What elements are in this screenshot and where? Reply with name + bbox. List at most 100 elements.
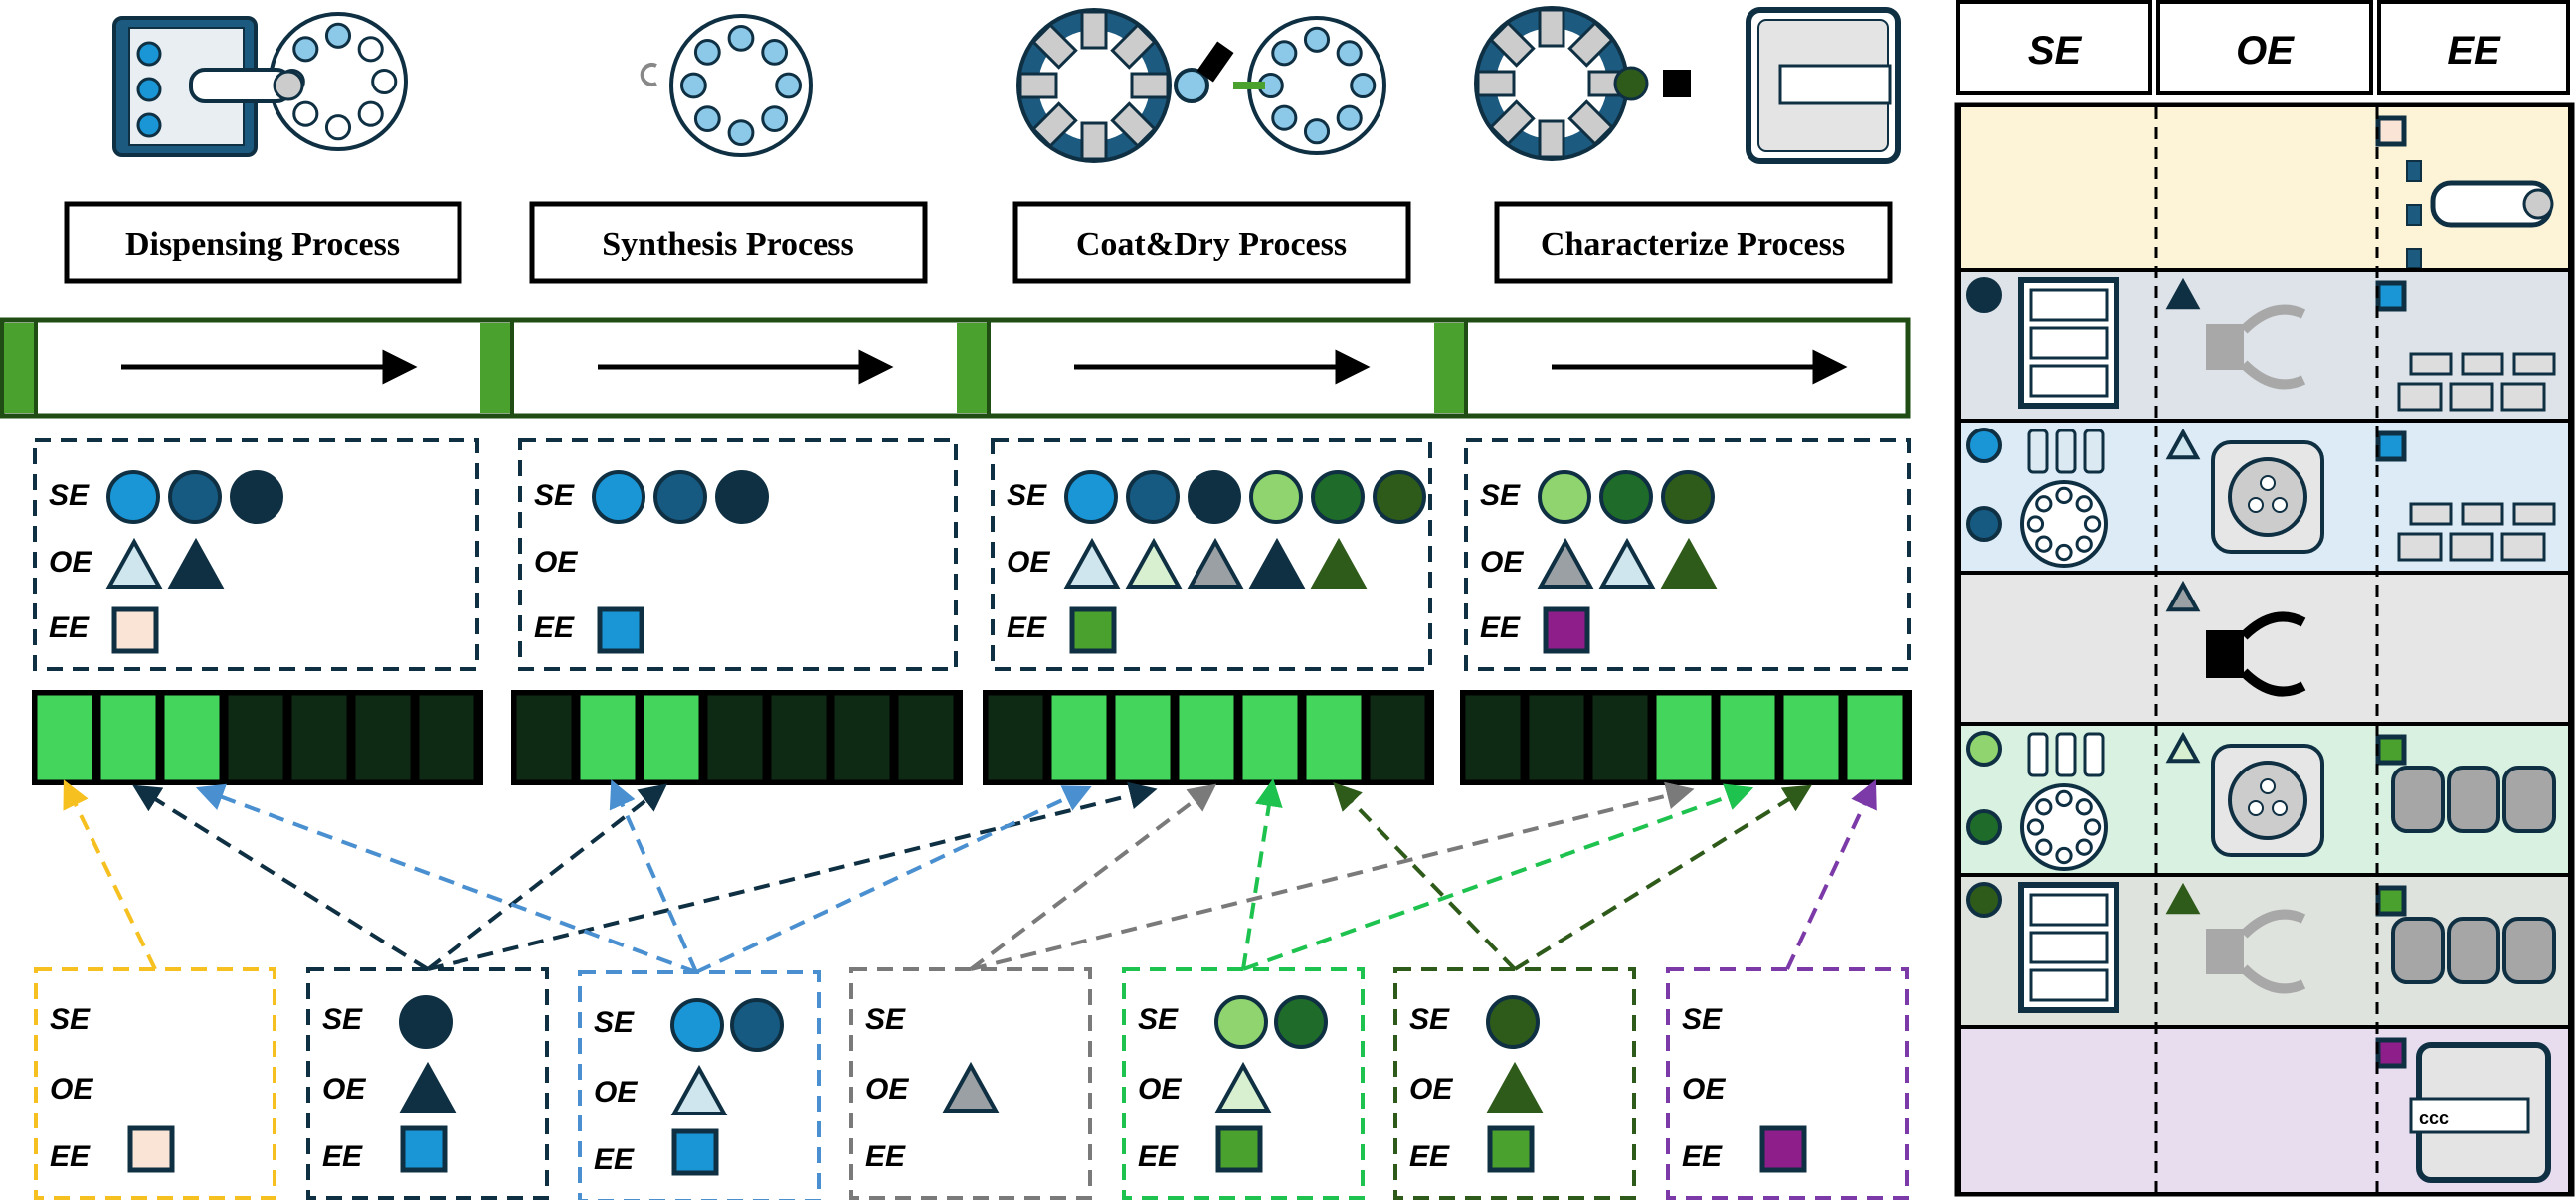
vial-slot <box>2026 818 2045 836</box>
vial-slot <box>727 119 755 147</box>
dispenser-port <box>136 112 162 138</box>
tray-well <box>2461 502 2504 526</box>
dispensing-station-icon <box>112 12 408 157</box>
inactive-slot <box>1367 692 1428 783</box>
vial-slot <box>761 105 789 133</box>
se-navy-circle <box>1188 470 1241 524</box>
se-label: SE <box>1007 479 1047 512</box>
ee-sq_green-square <box>1487 1125 1535 1173</box>
oe-tri_light-triangle <box>1063 537 1121 589</box>
dryer-slot <box>1538 8 1565 48</box>
table-header-ee: EE <box>2447 29 2501 73</box>
process-label: Coat&Dry Process <box>1076 226 1347 262</box>
transfer-vial <box>1174 68 1209 103</box>
synthesis-carousel-icon <box>640 14 813 157</box>
oe-label: OE <box>1138 1073 1182 1106</box>
table-header-se: SE <box>2028 29 2083 73</box>
ee-sq_blue-square <box>400 1125 448 1173</box>
rack-shelf <box>2029 326 2109 360</box>
dryer-slot <box>1110 101 1157 148</box>
vial-slot <box>2083 818 2102 836</box>
oe-tri_lightgreen-triangle <box>1214 1061 1272 1113</box>
spinner-disc <box>2228 457 2307 537</box>
rack-icon <box>2018 277 2119 409</box>
vial-slot <box>693 38 721 66</box>
ee-label: EE <box>594 1143 635 1176</box>
inactive-slot <box>1589 692 1651 783</box>
oe-tri_gray-triangle <box>2165 580 2201 612</box>
connection-arrow <box>1513 784 1812 971</box>
oe-tri_darkgreen-triangle <box>1660 537 1718 589</box>
vial-slot <box>1303 118 1331 145</box>
vial-slot <box>2075 798 2093 816</box>
vial-slot <box>2026 515 2045 533</box>
se-label: SE <box>594 1006 635 1039</box>
active-slot <box>577 692 639 783</box>
analyzer-icon: ccc <box>2409 1042 2551 1183</box>
vial-slot <box>2055 543 2073 562</box>
se-blue_bright-circle <box>670 998 724 1052</box>
spinner-hole <box>2260 475 2276 491</box>
oe-label: OE <box>1480 546 1524 579</box>
se-blue_mid-circle <box>1126 470 1180 524</box>
ee-sq_purple-square <box>1543 606 1590 654</box>
spinner-icon <box>2211 744 2324 857</box>
se-navy-circle <box>399 995 453 1049</box>
se-blue_bright-circle <box>1966 428 2002 463</box>
ee-peach-square <box>2375 115 2407 147</box>
active-slot <box>1176 692 1237 783</box>
ee-sq_green-square <box>1215 1125 1263 1173</box>
dispenser-port <box>136 77 162 102</box>
rack-shelf <box>2029 893 2109 927</box>
arm-port <box>2406 204 2422 226</box>
dryer-unit <box>2391 917 2445 984</box>
process-label-box <box>1012 201 1411 284</box>
tray-icon <box>2397 352 2556 412</box>
vial <box>2055 429 2077 474</box>
inactive-slot <box>768 692 829 783</box>
ee-peach-square <box>127 1125 175 1173</box>
dryer-icon <box>2391 917 2556 984</box>
active-slot <box>1844 692 1906 783</box>
se-label: SE <box>865 1003 906 1036</box>
active-slot <box>1303 692 1365 783</box>
inactive-slot <box>831 692 893 783</box>
gripper <box>1196 41 1234 83</box>
se-label: SE <box>50 1003 91 1036</box>
tray-well <box>2512 502 2556 526</box>
tray-base <box>2500 382 2546 412</box>
oe-label: OE <box>865 1073 909 1106</box>
se-navy-circle <box>1966 277 2002 313</box>
inactive-slot <box>416 692 477 783</box>
se-label: SE <box>1480 479 1521 512</box>
vial-slot <box>1350 72 1377 99</box>
vial-slot <box>2055 486 2073 505</box>
se-label: SE <box>1682 1003 1723 1036</box>
analyzer-label: ccc <box>2419 1109 2449 1128</box>
oe-label: OE <box>1007 546 1050 579</box>
flow-marker <box>4 323 36 413</box>
process-label-box <box>529 201 928 284</box>
se-blue_mid-circle <box>653 470 707 524</box>
active-slot <box>161 692 223 783</box>
vial-slot <box>2035 798 2053 816</box>
vial <box>2027 429 2049 474</box>
se-green_mid-circle <box>1599 470 1653 524</box>
active-slot <box>1112 692 1174 783</box>
se-green_mid-circle <box>1966 809 2002 845</box>
vial-slot <box>2035 495 2053 513</box>
vial-slot <box>727 25 755 52</box>
table-header-oe: OE <box>2236 29 2295 73</box>
vial-slot <box>2055 846 2073 865</box>
se-label: SE <box>534 479 575 512</box>
oe-tri_gray-triangle <box>942 1061 1000 1113</box>
se-navy-circle <box>715 470 769 524</box>
vial-slot <box>1271 40 1298 67</box>
active-slot <box>1653 692 1715 783</box>
rack-icon <box>2018 882 2119 1013</box>
vials-carousel-icon <box>2020 429 2108 568</box>
oe-label: OE <box>594 1076 638 1109</box>
spinner-hole <box>2248 800 2264 816</box>
connection-arrow <box>195 783 697 974</box>
